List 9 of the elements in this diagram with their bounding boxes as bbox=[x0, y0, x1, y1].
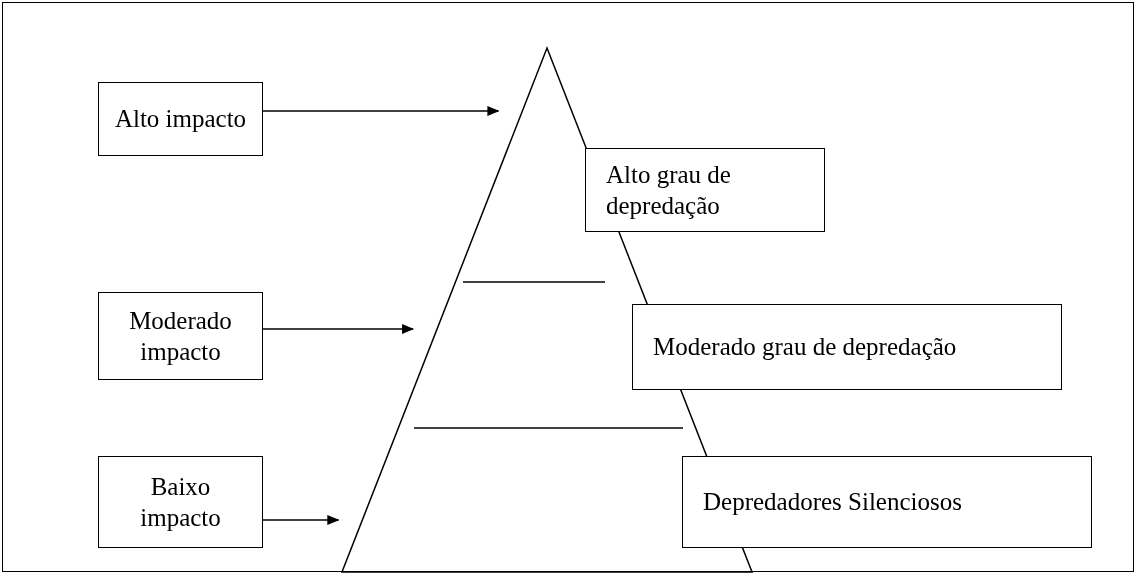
level-box: Moderado grau de depredação bbox=[632, 304, 1062, 390]
arrow bbox=[262, 515, 340, 525]
impact-box: Moderado impacto bbox=[98, 292, 263, 380]
arrow bbox=[262, 106, 500, 116]
level-box: Depredadores Silenciosos bbox=[682, 456, 1092, 548]
impact-box: Baixo impacto bbox=[98, 456, 263, 548]
impact-box: Alto impacto bbox=[98, 82, 263, 156]
arrow bbox=[262, 324, 415, 334]
level-box: Alto grau de depredação bbox=[585, 148, 825, 232]
